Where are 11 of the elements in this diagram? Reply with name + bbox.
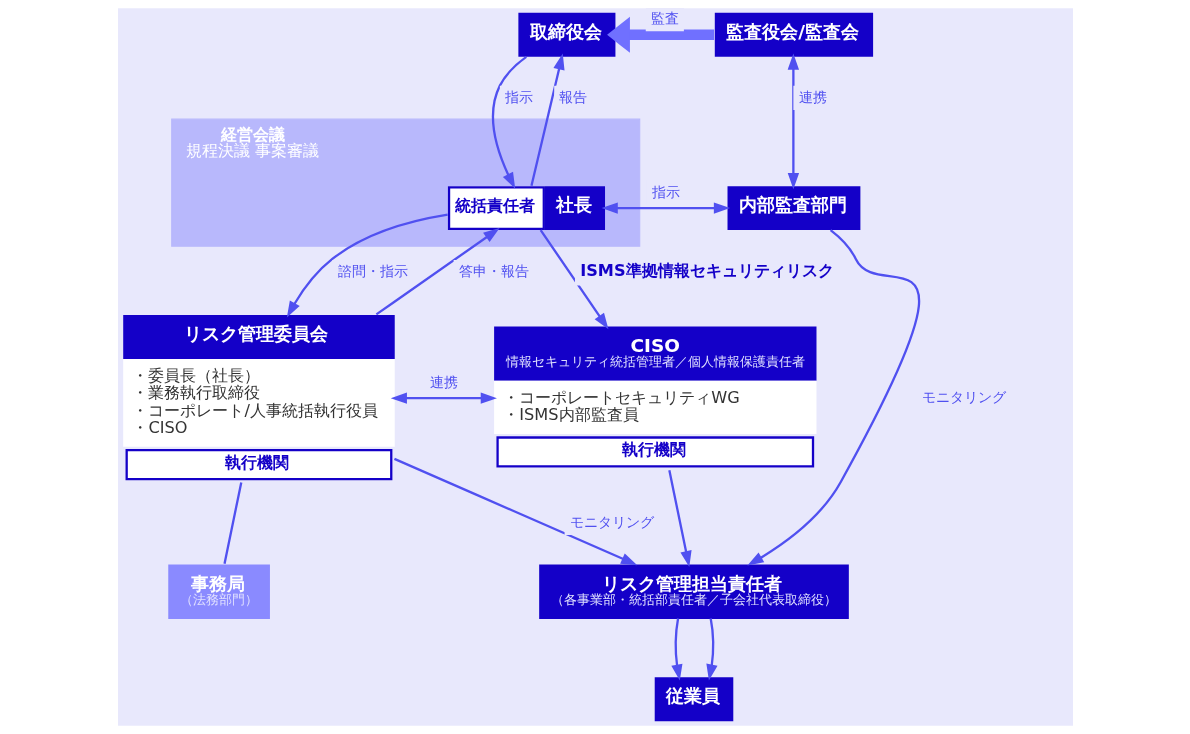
edge-label: 連携 bbox=[429, 373, 458, 390]
edge-label: ISMS準拠情報セキュリティリスク bbox=[579, 260, 834, 280]
edge-label: 指示 bbox=[651, 183, 680, 200]
edge-label: 監査 bbox=[650, 10, 679, 27]
edge-label: 報告 bbox=[558, 88, 587, 105]
edge-label: モニタリング bbox=[921, 389, 1006, 406]
edge-label: モニタリング bbox=[569, 514, 654, 531]
edge-label: 諮問・指示 bbox=[337, 263, 408, 280]
edge-label: 答申・報告 bbox=[458, 263, 529, 280]
edge-label: 連携 bbox=[798, 88, 827, 105]
edge-label: 指示 bbox=[504, 88, 533, 105]
